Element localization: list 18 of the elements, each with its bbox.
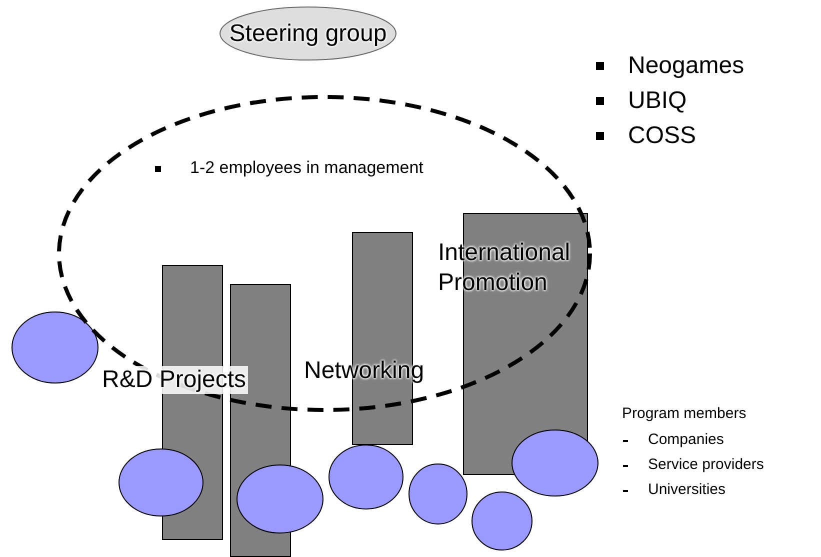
circle-node — [117, 447, 205, 518]
list-item: UBIQ — [628, 87, 687, 115]
list-item: Service providers — [648, 456, 764, 473]
list-item: Companies — [648, 431, 724, 448]
bullet-text: 1-2 employees in management — [190, 158, 424, 178]
list-heading: Program members — [622, 405, 746, 422]
node-label: Steering group — [229, 20, 387, 48]
ellipse-node — [218, 5, 398, 62]
circle-node — [10, 310, 100, 385]
circle-node — [235, 463, 325, 535]
circle-node — [407, 462, 469, 526]
circle-node — [327, 443, 405, 511]
list-item: Neogames — [628, 52, 744, 80]
list-item: COSS — [628, 122, 696, 150]
dashed-ellipse — [57, 95, 592, 412]
circle-node — [470, 490, 534, 552]
circle-node — [510, 428, 600, 498]
list-item: Universities — [648, 481, 726, 498]
